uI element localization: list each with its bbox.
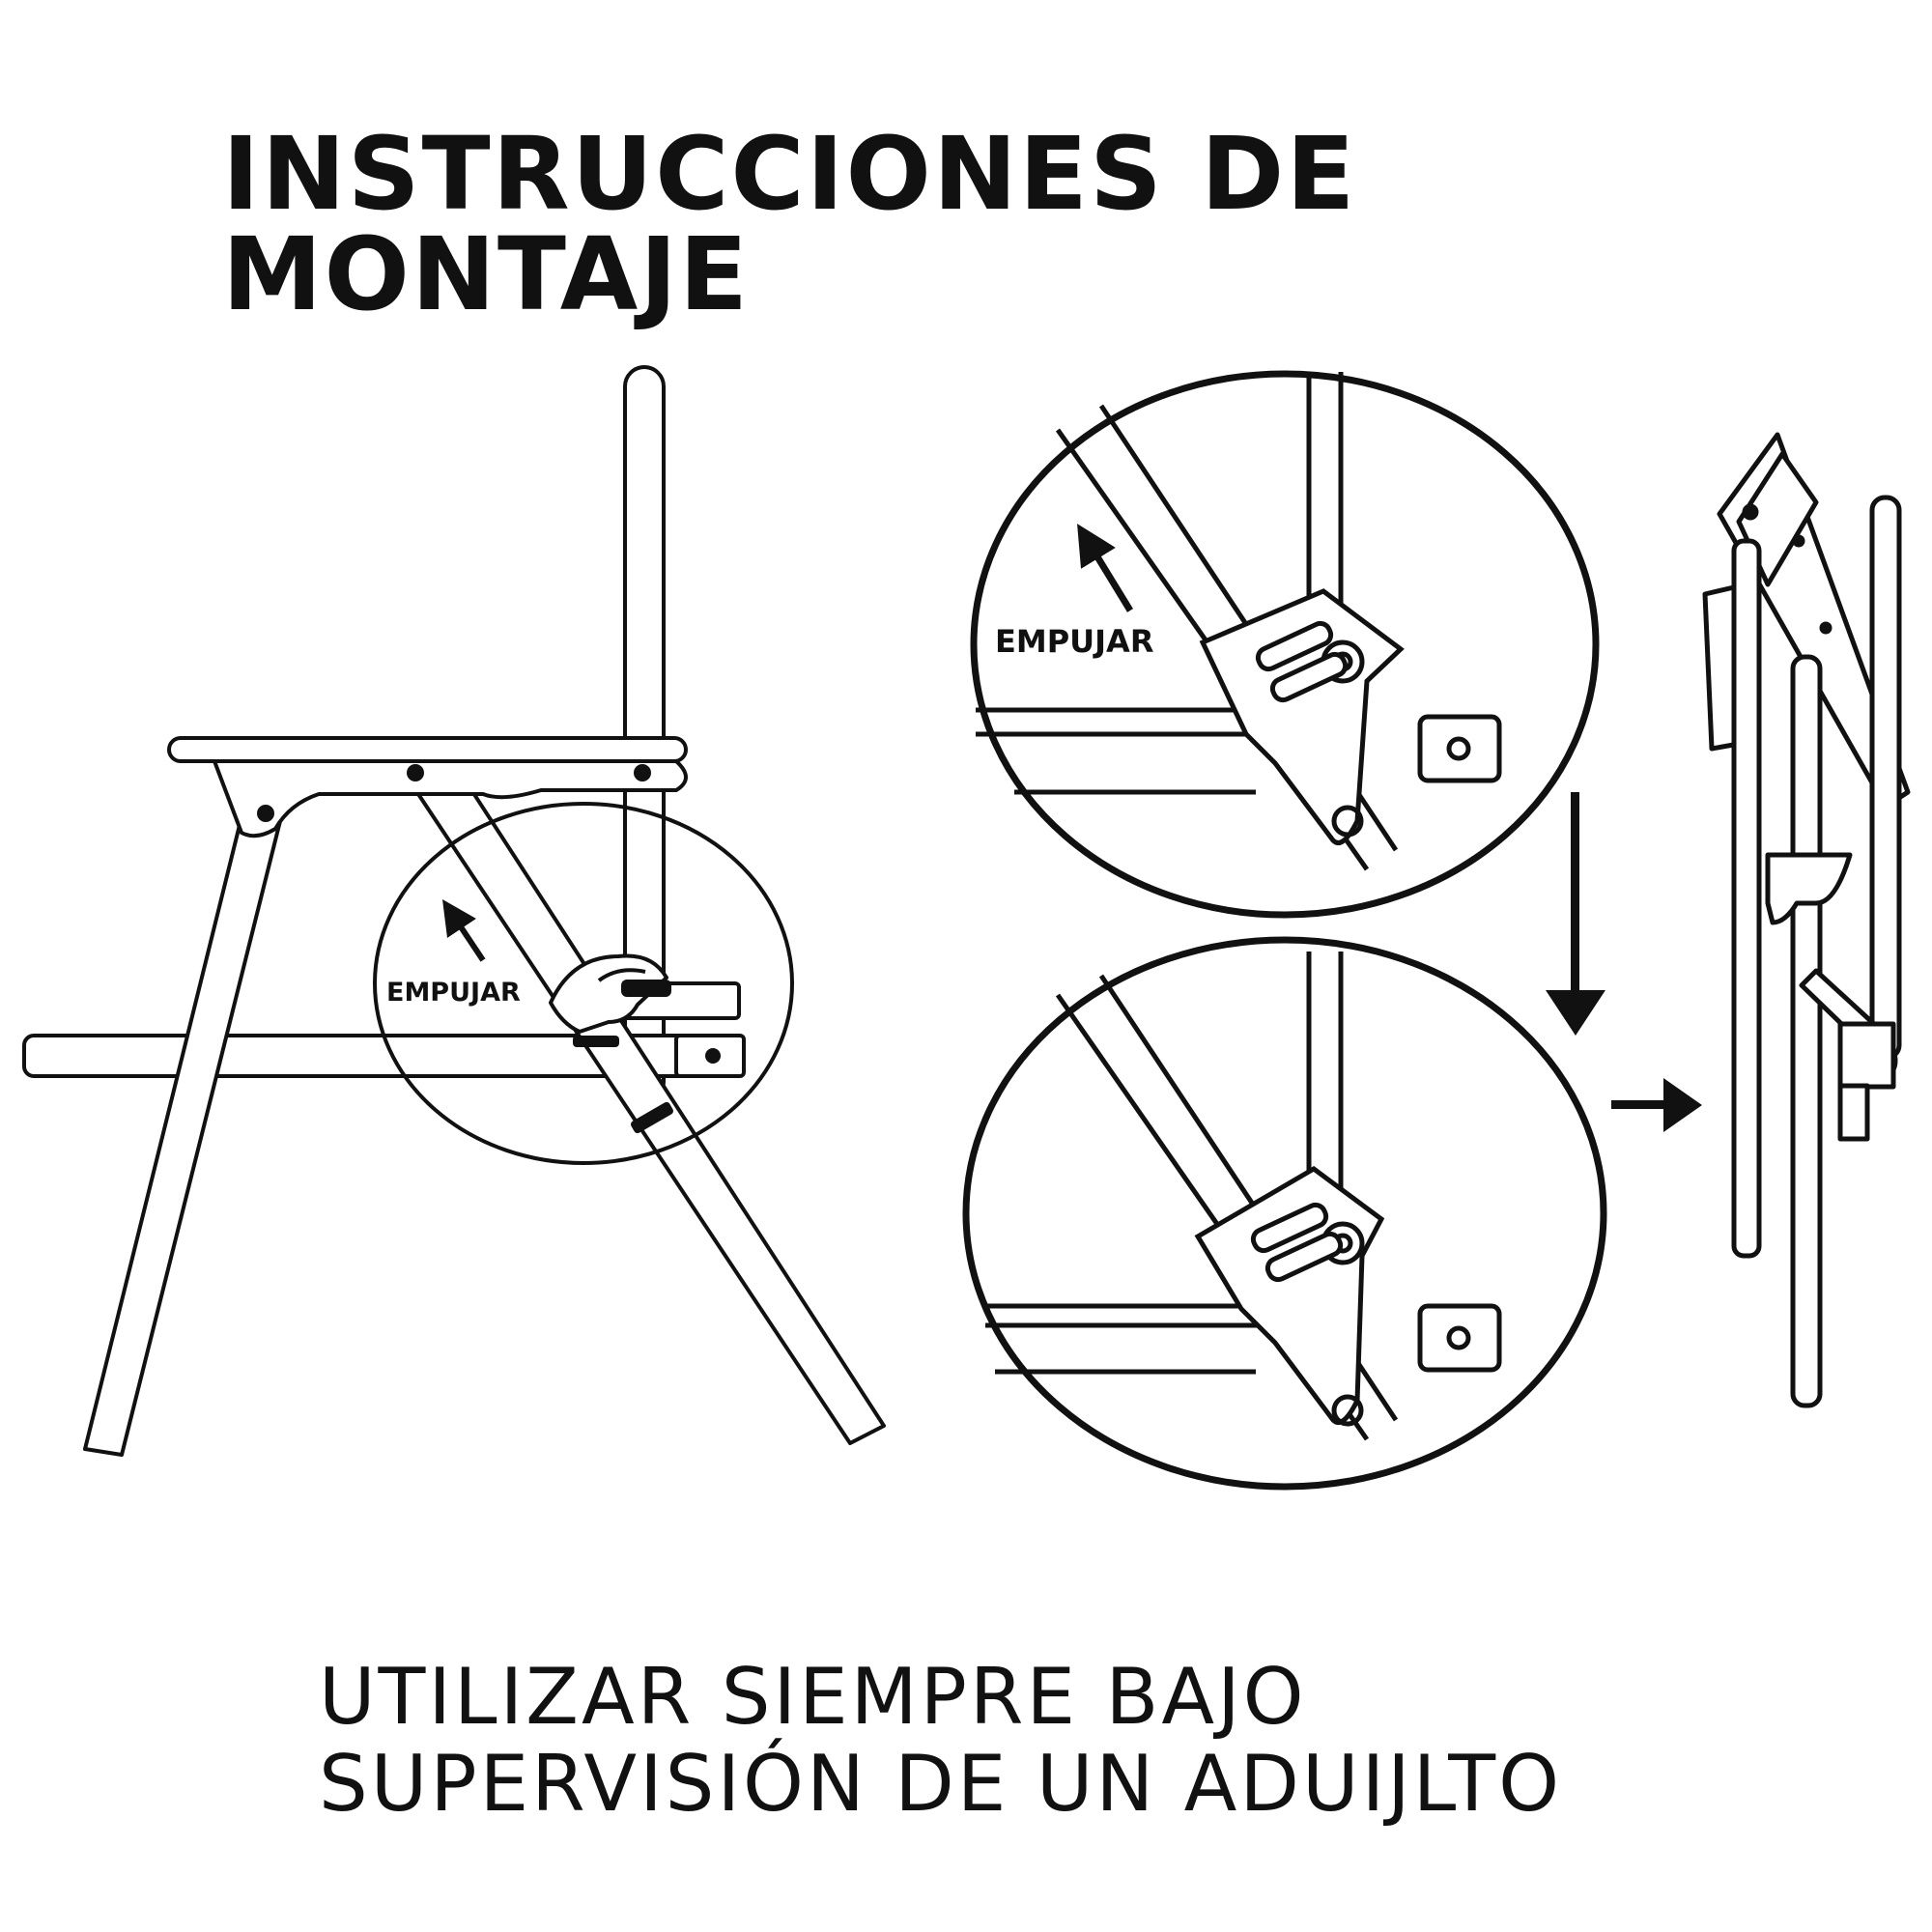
high-chair-unfolded bbox=[22, 365, 886, 1457]
detail-circle-bottom bbox=[962, 936, 1607, 1491]
safety-warning: UTILIZAR SIEMPRE BAJO SUPERVISIÓN DE UN … bbox=[319, 1652, 1768, 1830]
folded-leg-middle bbox=[1790, 654, 1823, 1408]
detail-circle-top bbox=[970, 370, 1600, 919]
detail-view-released bbox=[962, 936, 1607, 1491]
high-chair-folded bbox=[1702, 432, 1911, 1408]
chair-seat-plank bbox=[167, 736, 688, 763]
push-label-main: EMPUJAR bbox=[386, 978, 521, 1008]
detail-magnifier bbox=[373, 802, 794, 1165]
arrow-right-icon bbox=[1611, 1078, 1702, 1132]
page-title: INSTRUCCIONES DE MONTAJE bbox=[222, 115, 1357, 333]
safety-warning-line-1: UTILIZAR SIEMPRE BAJO bbox=[319, 1652, 1307, 1742]
arrow-down-icon bbox=[1546, 792, 1605, 1036]
folded-back-post bbox=[1869, 495, 1902, 1061]
detail-view-locked bbox=[970, 370, 1600, 919]
arrow-up-left-icon bbox=[442, 899, 486, 962]
safety-warning-line-2: SUPERVISIÓN DE UN ADUIJLTO bbox=[319, 1739, 1563, 1830]
chair-front-leg bbox=[83, 808, 284, 1457]
chair-seat-bracket bbox=[213, 759, 688, 838]
arrow-up-left-icon bbox=[1077, 524, 1133, 612]
folded-leg-left bbox=[1731, 538, 1762, 1259]
push-label-detail: EMPUJAR bbox=[995, 623, 1153, 660]
hand-pushing bbox=[549, 953, 668, 1034]
